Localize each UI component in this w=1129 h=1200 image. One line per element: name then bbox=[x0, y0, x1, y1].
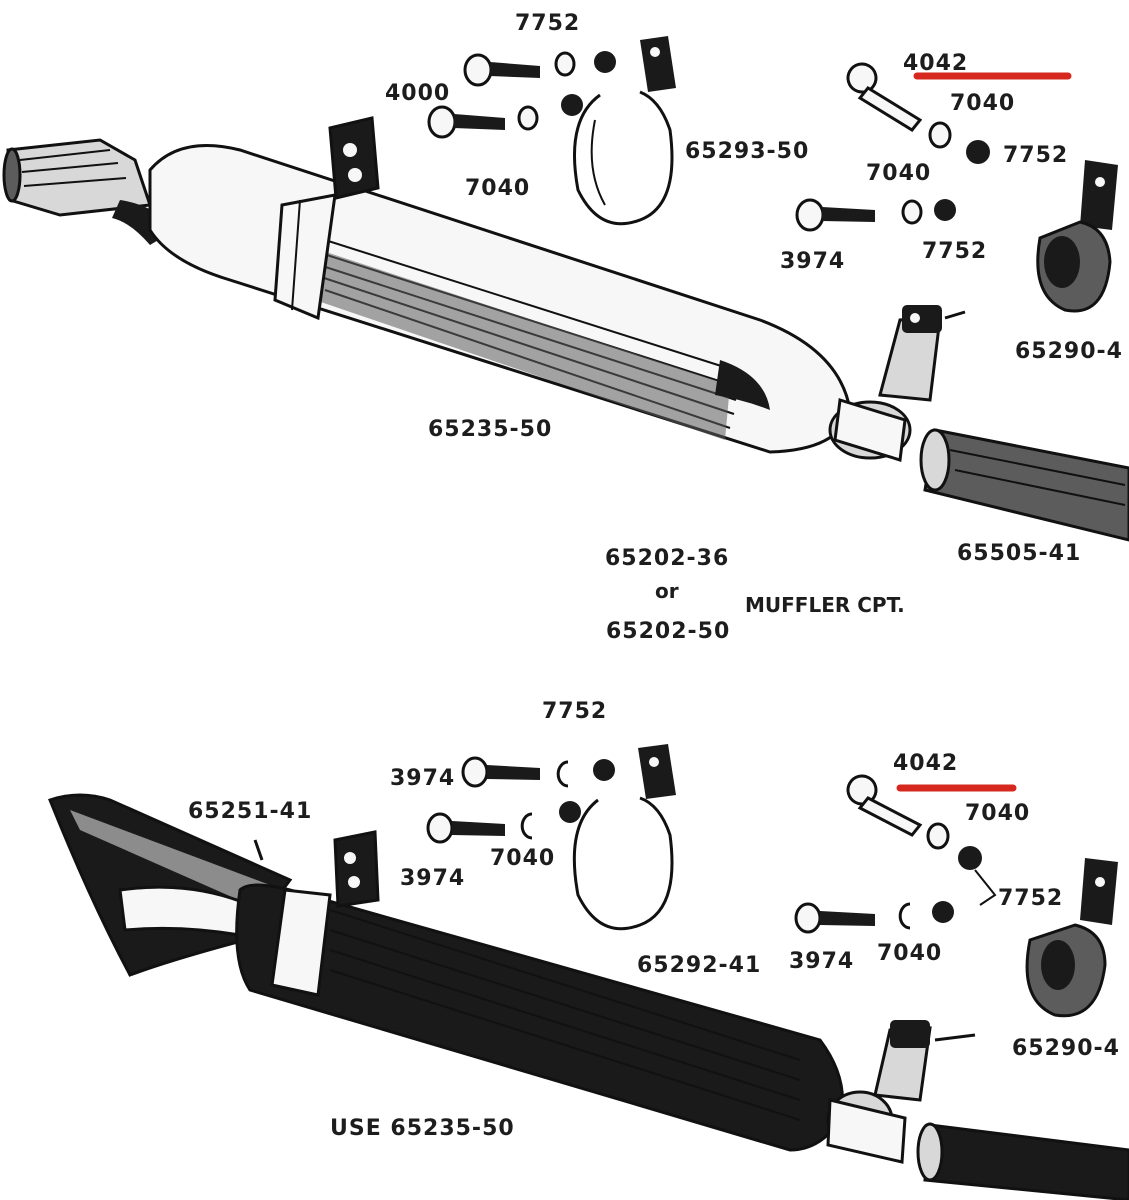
bottom-hardware-left bbox=[426, 744, 676, 931]
label-65293-50: 65293-50 bbox=[685, 139, 809, 164]
label-7040-bottom-b: 7040 bbox=[965, 801, 1030, 826]
label-3974-top: 3974 bbox=[780, 249, 845, 274]
bottom-body-bracket bbox=[333, 830, 380, 908]
label-65290-4-bottom: 65290-4 bbox=[1012, 1036, 1120, 1061]
label-7040-top-a: 7040 bbox=[465, 176, 530, 201]
label-65202-36: 65202-36 bbox=[605, 546, 729, 571]
label-3974-bottom-c: 3974 bbox=[789, 949, 854, 974]
hardware-upper-right bbox=[795, 62, 1118, 313]
label-65235-50: 65235-50 bbox=[428, 417, 552, 442]
muffler-body bbox=[148, 144, 912, 462]
label-4042-bottom: 4042 bbox=[893, 751, 958, 776]
label-3974-bottom-a: 3974 bbox=[390, 766, 455, 791]
bottom-assembly: 7752 3974 65251-41 7040 3974 4042 7040 7… bbox=[48, 699, 1129, 1200]
bottom-hardware-right bbox=[794, 774, 1118, 1018]
label-4042-top: 4042 bbox=[903, 51, 968, 76]
label-7752-bottom-b: 7752 bbox=[998, 886, 1063, 911]
label-use-65235-50: USE 65235-50 bbox=[330, 1116, 515, 1141]
bottom-right-support-strap bbox=[873, 1020, 976, 1102]
label-7040-bottom-a: 7040 bbox=[490, 846, 555, 871]
top-assembly: 7752 4000 7040 65293-50 4042 7040 7040 7… bbox=[2, 11, 1129, 644]
tailpipe bbox=[919, 428, 1129, 542]
label-65505-41: 65505-41 bbox=[957, 541, 1081, 566]
label-7040-top-b: 7040 bbox=[950, 91, 1015, 116]
body-bracket bbox=[328, 116, 380, 200]
label-65292-41: 65292-41 bbox=[637, 953, 761, 978]
label-or: or bbox=[655, 579, 679, 603]
label-7040-bottom-c: 7040 bbox=[877, 941, 942, 966]
label-65251-41: 65251-41 bbox=[188, 799, 312, 824]
label-65290-4-top: 65290-4 bbox=[1015, 339, 1123, 364]
label-4000: 4000 bbox=[385, 81, 450, 106]
label-65202-50: 65202-50 bbox=[606, 619, 730, 644]
label-7752-top-a: 7752 bbox=[515, 11, 580, 36]
label-3974-bottom-b: 3974 bbox=[400, 866, 465, 891]
label-7040-top-c: 7040 bbox=[866, 161, 931, 186]
label-7752-bottom-a: 7752 bbox=[542, 699, 607, 724]
label-7752-top-b: 7752 bbox=[1003, 143, 1068, 168]
right-support-strap bbox=[878, 305, 966, 402]
label-muffler-cpt: MUFFLER CPT. bbox=[745, 593, 905, 617]
bottom-muffler-body bbox=[235, 883, 907, 1164]
hardware-upper-left bbox=[427, 36, 676, 226]
label-7752-top-c: 7752 bbox=[922, 239, 987, 264]
fishtail-tip bbox=[48, 793, 293, 977]
bottom-tailpipe bbox=[916, 1122, 1129, 1200]
